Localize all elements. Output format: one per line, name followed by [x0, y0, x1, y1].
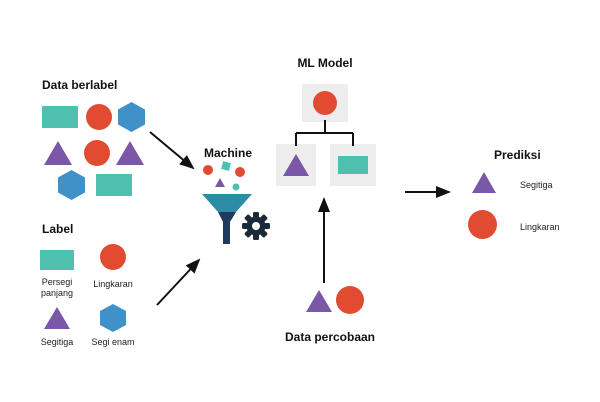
triangle-shape	[472, 172, 496, 193]
ml-model-right-leaf-box	[330, 144, 376, 186]
triangle-shape	[44, 307, 70, 329]
hexagon-shape	[100, 304, 126, 332]
labeled-data-title: Data berlabel	[42, 78, 118, 92]
prediction-label-circle: Lingkaran	[520, 222, 560, 232]
legend-label-circle: Lingkaran	[93, 279, 133, 289]
arrow-labels-to-machine	[156, 258, 201, 306]
gear-icon	[242, 212, 270, 240]
hexagon-shape	[118, 102, 145, 132]
circle-shape	[336, 286, 364, 314]
rectangle-shape	[338, 156, 368, 174]
machine-funnel-gear-icon	[202, 161, 270, 244]
legend-label-rectangle: Persegi panjang	[40, 277, 74, 299]
circle-shape	[84, 140, 110, 166]
circle-shape	[100, 244, 126, 270]
triangle-shape	[116, 141, 144, 165]
triangle-shape	[283, 154, 309, 176]
label-section-title: Label	[42, 222, 74, 236]
hexagon-shape	[58, 170, 85, 200]
machine-title: Machine	[204, 146, 253, 160]
rectangle-shape	[40, 250, 74, 270]
tree-connector-lines	[295, 120, 354, 146]
ml-model-left-leaf-box	[276, 144, 316, 186]
legend-label-triangle: Segitiga	[40, 337, 74, 347]
circle-shape	[86, 104, 112, 130]
legend-label-hexagon: Segi enam	[91, 337, 135, 347]
circle-shape	[468, 210, 497, 239]
ml-model-title: ML Model	[297, 56, 353, 70]
prediction-label-triangle: Segitiga	[520, 180, 553, 190]
arrow-labeled-data-to-machine	[149, 131, 195, 170]
rectangle-shape	[96, 174, 132, 196]
prediction-title: Prediksi	[494, 148, 541, 162]
circle-shape	[313, 91, 337, 115]
rectangle-shape	[42, 106, 78, 128]
test-data-title: Data percobaan	[284, 330, 376, 344]
triangle-shape	[306, 290, 332, 312]
triangle-shape	[44, 141, 72, 165]
ml-model-root-box	[302, 84, 348, 122]
